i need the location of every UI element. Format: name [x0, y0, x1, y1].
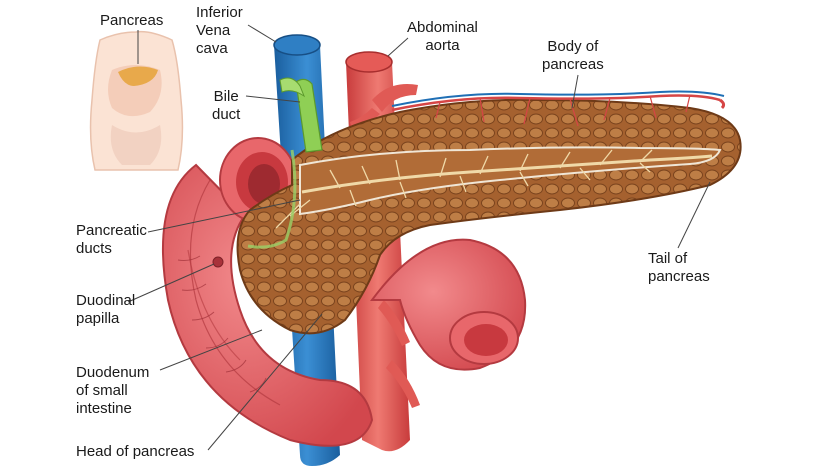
leader-aorta	[387, 37, 409, 57]
leader-body	[571, 74, 579, 109]
pancreas-organ	[236, 98, 742, 335]
leader-papilla	[127, 263, 215, 303]
leader-head	[207, 313, 323, 451]
leader-lines	[127, 24, 711, 451]
duodenum	[161, 137, 527, 447]
bile-duct	[279, 77, 323, 153]
label-abdominal-aorta: Abdominal aorta	[407, 19, 478, 54]
label-duodinal-papilla: Duodinal papilla	[76, 292, 136, 327]
torso-inset	[89, 30, 184, 171]
leader-ducts	[147, 199, 301, 233]
label-bile-duct: Bile duct	[212, 88, 241, 123]
label-pancreas: Pancreas	[100, 12, 164, 29]
leader-tail	[677, 181, 711, 249]
label-head-of-pancreas: Head of pancreas	[76, 443, 195, 460]
splenic-vessels	[391, 90, 726, 127]
leader-bile	[245, 95, 301, 103]
label-tail-of-pancreas: Tail of pancreas	[648, 250, 710, 285]
label-body-of-pancreas: Body of pancreas	[542, 38, 604, 73]
label-inferior-vena-cava: Inferior Vena cava	[196, 4, 243, 57]
leader-duodenum	[159, 329, 263, 371]
label-duodenum: Duodenum of small intestine	[76, 364, 150, 417]
label-pancreatic-ducts: Pancreatic ducts	[76, 222, 147, 257]
leader-ivc	[247, 24, 277, 43]
